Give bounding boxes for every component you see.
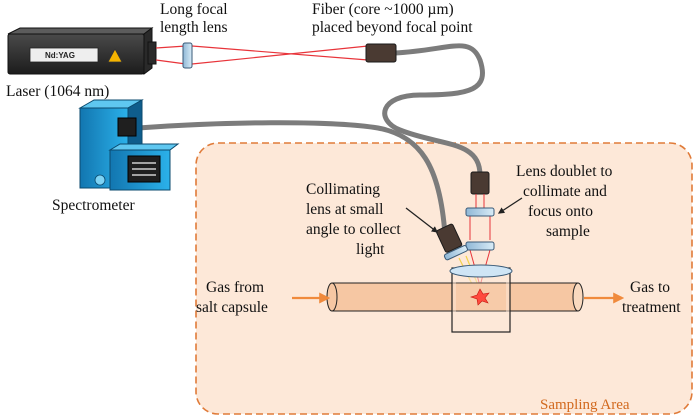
gas-to-label-line2: treatment (622, 299, 681, 316)
long-focal-lens-label-line2: length lens (160, 19, 228, 36)
svg-text:Nd:YAG: Nd:YAG (45, 51, 75, 60)
fiber-connector (365, 43, 397, 63)
sampling-area (195, 142, 693, 415)
gas-to-label-line1: Gas to (630, 279, 670, 296)
collimating-label-line1: Collimating (306, 181, 380, 198)
collimating-pointer (405, 207, 439, 233)
doublet-label-line1: Lens doublet to (516, 163, 613, 180)
doublet-lens-lower (465, 241, 495, 251)
collimating-label-line2: lens at small (306, 201, 384, 218)
collimating-label-line4: light (356, 241, 385, 258)
laser-badge (29, 47, 99, 63)
doublet-lens-upper (465, 207, 495, 217)
doublet-pointer (497, 197, 523, 214)
fiber-cable-laser (382, 43, 485, 178)
warning-icon (107, 48, 123, 63)
spark-icon (470, 288, 490, 306)
collimating-label-line3: angle to collect (306, 221, 401, 238)
fiber-label-line2: placed beyond focal point (312, 19, 473, 36)
fiber-label-line1: Fiber (core ~1000 µm) (312, 1, 454, 18)
fiber-cable-spectrometer (135, 120, 448, 238)
spectrometer (78, 99, 180, 191)
laser-label: Laser (1064 nm) (6, 83, 109, 100)
sampling-area-label: Sampling Area (540, 397, 630, 413)
laser-beam (155, 45, 369, 65)
sample-chamber (449, 264, 513, 333)
gas-from-label-line2: salt capsule (196, 299, 268, 316)
doublet-label-line3: focus onto (528, 203, 593, 220)
doublet-label-line2: collimate and (523, 183, 607, 200)
long-focal-lens-label-line1: Long focal (160, 1, 228, 18)
collimating-lens (443, 245, 468, 261)
gas-from-label-line1: Gas from (206, 279, 264, 296)
spectrometer-label: Spectrometer (52, 197, 135, 214)
long-focal-lens (182, 42, 193, 69)
laser-unit: Nd:YAG (7, 27, 157, 75)
doublet-label-line4: sample (546, 223, 590, 240)
